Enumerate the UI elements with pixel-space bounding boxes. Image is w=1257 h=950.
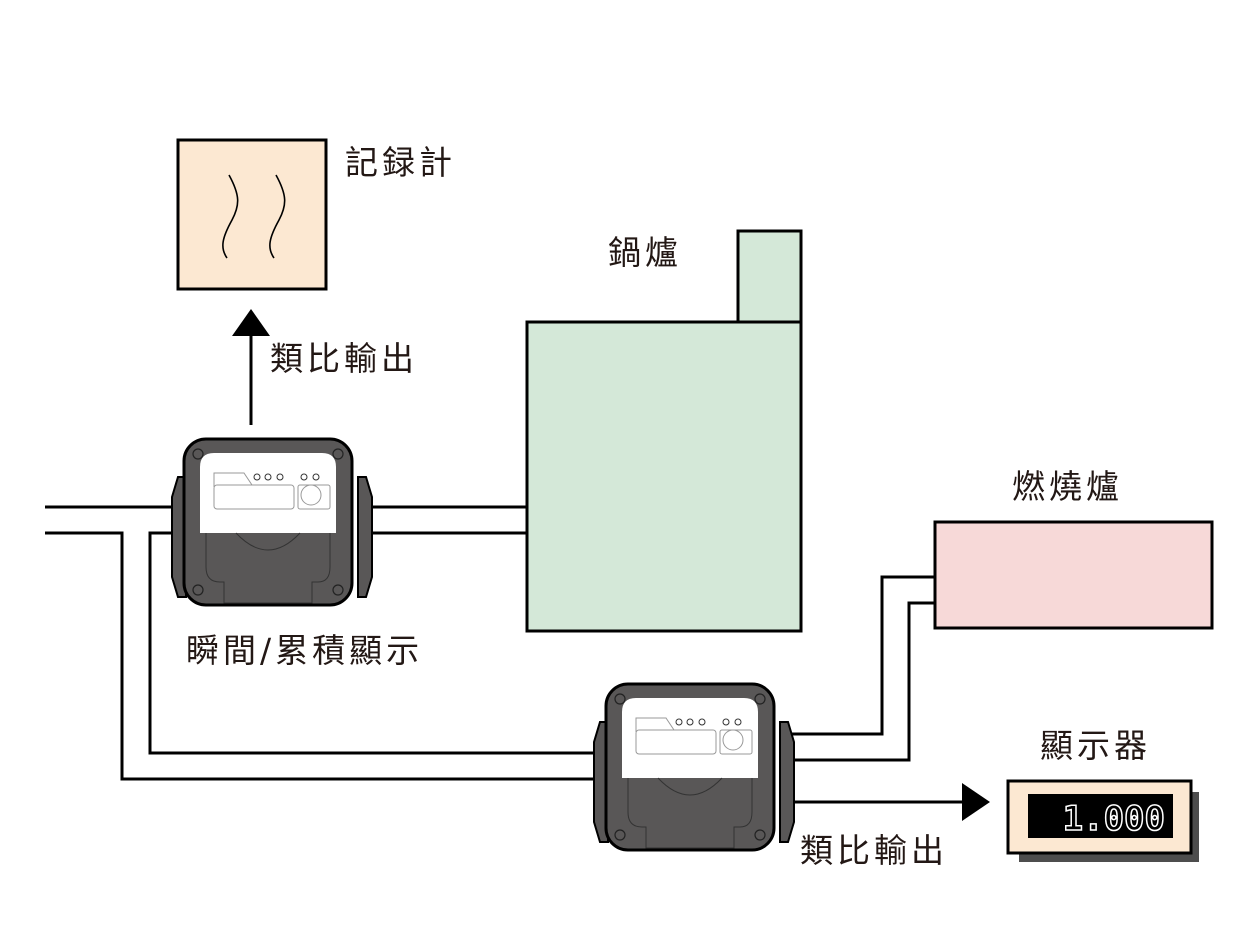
combustion-furnace-label: 燃燒爐 [1012, 467, 1123, 506]
analog-output-arrow-right [788, 783, 990, 821]
flow-meter-2 [593, 682, 795, 852]
boiler [525, 229, 803, 633]
analog-output-arrow-up [232, 309, 270, 425]
recorder-trace-icon [222, 174, 239, 259]
display-readout: 1.000 [1063, 799, 1165, 839]
display-unit-label: 顯示器 [1040, 726, 1151, 765]
pipe-outer-loop [45, 531, 600, 781]
instant-cumulative-display-label: 瞬間/累積顯示 [186, 631, 423, 670]
recorder-label: 記録計 [345, 143, 456, 182]
pipes [45, 505, 935, 781]
boiler-label: 鍋爐 [608, 233, 682, 272]
pipe-to-furnace-1 [788, 575, 935, 736]
recorder [176, 138, 328, 291]
pipe-to-furnace-2 [788, 601, 935, 762]
combustion-furnace [933, 520, 1214, 630]
analog-output-label-2: 類比輸出 [800, 831, 948, 870]
recorder-trace-icon [269, 174, 286, 259]
flow-meter-1 [171, 437, 373, 607]
analog-output-label-1: 類比輸出 [270, 339, 418, 378]
pipe-inner-loop [148, 531, 600, 755]
display-unit: 1.000 [1006, 779, 1199, 862]
